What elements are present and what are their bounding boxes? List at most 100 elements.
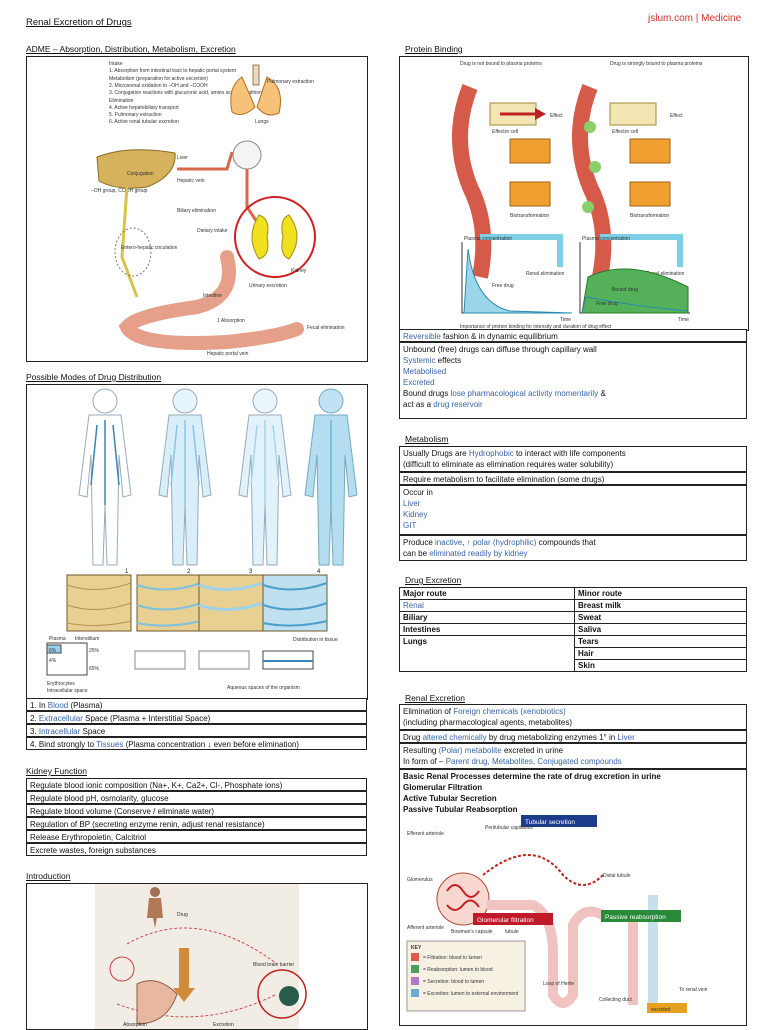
page-title: Renal Excretion of Drugs xyxy=(26,17,132,28)
svg-text:Pulmonary extraction: Pulmonary extraction xyxy=(267,79,314,85)
svg-text:Conjugation: Conjugation xyxy=(127,171,154,177)
drug-excretion-heading: Drug Excretion xyxy=(405,575,462,585)
svg-text:1 Absorption: 1 Absorption xyxy=(217,318,245,324)
free-drug-graph: Plasma concentration Free drug Time xyxy=(461,236,573,323)
svg-text:Peritubular capillaries: Peritubular capillaries xyxy=(485,825,533,831)
svg-text:6. Active renal tubular excret: 6. Active renal tubular excretion xyxy=(109,119,179,125)
kidney-row-6: Excrete wastes, foreign substances xyxy=(26,843,367,856)
svg-text:Intracellular space: Intracellular space xyxy=(47,688,88,694)
svg-text:Effect: Effect xyxy=(670,113,683,119)
metabolism-row-2: Require metabolism to facilitate elimina… xyxy=(399,472,747,485)
svg-text:Liver: Liver xyxy=(177,155,188,161)
svg-text:Glomerular filtration: Glomerular filtration xyxy=(477,917,534,924)
intro-heading: Introduction xyxy=(26,871,71,881)
lungs-illustration: Lungs Pulmonary extraction xyxy=(230,64,314,125)
table-header-row: Major route Minor route xyxy=(399,587,747,600)
svg-text:KEY: KEY xyxy=(411,945,422,951)
brain-barrier-illustration: Blood brain barrier xyxy=(253,962,307,1019)
kidney-row-5: Release Erythropoietin, Calcitriol xyxy=(26,830,367,843)
svg-text:Excretion: Excretion xyxy=(213,1022,234,1028)
svg-text:Hepatic portal vein: Hepatic portal vein xyxy=(207,351,249,357)
svg-text:Afferent arteriole: Afferent arteriole xyxy=(407,925,444,931)
body-silhouette-4 xyxy=(304,388,358,566)
down-arrow-icon xyxy=(173,988,195,1002)
svg-text:Urinary excretion: Urinary excretion xyxy=(249,283,287,289)
excretion-key-icon xyxy=(411,989,419,997)
reabsorption-key-icon xyxy=(411,965,419,973)
svg-text:6%: 6% xyxy=(49,648,57,654)
svg-text:= Filtration: blood to lumen: = Filtration: blood to lumen xyxy=(423,955,482,961)
svg-text:1. Absorption from intestinal: 1. Absorption from intestinal tract to h… xyxy=(109,68,236,74)
unbound-panel: Drug is not bound to plasma proteins Eff… xyxy=(452,61,565,279)
svg-text:Biliary elimination: Biliary elimination xyxy=(177,208,216,214)
renal-row-2: Drug altered chemically by drug metaboli… xyxy=(399,730,747,743)
effect-arrow-icon xyxy=(535,108,546,120)
tissue-block-3 xyxy=(198,574,264,632)
svg-text:Distal tubule: Distal tubule xyxy=(603,873,631,879)
svg-text:excreted: excreted xyxy=(651,1007,670,1013)
tissue-block-4 xyxy=(262,574,328,632)
introduction-diagram: Drug Blood brain barrier Absorption Excr… xyxy=(26,883,368,1030)
metabolism-heading: Metabolism xyxy=(405,434,449,444)
svg-text:Lungs: Lungs xyxy=(255,119,269,125)
distribution-row-4: 4. Bind strongly to Tissues (Plasma conc… xyxy=(26,737,367,750)
svg-text:Drug is strongly bound to plas: Drug is strongly bound to plasma protein… xyxy=(610,61,703,67)
svg-text:tubule: tubule xyxy=(505,929,519,935)
svg-text:Effector cell: Effector cell xyxy=(492,129,518,135)
compartment-chart xyxy=(46,642,314,676)
svg-text:Effector cell: Effector cell xyxy=(612,129,638,135)
svg-text:–OH group, COOH group: –OH group, COOH group xyxy=(91,188,148,194)
svg-text:25%: 25% xyxy=(89,648,100,654)
svg-text:Drug: Drug xyxy=(177,912,188,918)
stomach-illustration xyxy=(136,980,178,1025)
svg-text:Hepatic vein: Hepatic vein xyxy=(177,178,205,184)
bound-panel: Drug is strongly bound to plasma protein… xyxy=(572,61,703,279)
svg-text:Importance of protein binding: Importance of protein binding for intens… xyxy=(460,324,612,330)
body-silhouette-1 xyxy=(78,388,132,566)
bound-drug-graph: Plasma concentration Bound drug Free dru… xyxy=(579,236,690,323)
svg-text:Bowman's capsule: Bowman's capsule xyxy=(451,929,493,935)
svg-text:Intake: Intake xyxy=(109,61,123,67)
svg-text:65%: 65% xyxy=(89,666,100,672)
svg-text:Free drug: Free drug xyxy=(596,301,618,307)
renal-row-1: Elimination of Foreign chemicals (xenobi… xyxy=(399,704,747,730)
body-silhouette-2 xyxy=(158,388,212,566)
svg-text:Intestine: Intestine xyxy=(203,293,222,299)
svg-text:Plasma: Plasma xyxy=(49,636,66,642)
body-silhouette-3 xyxy=(238,388,292,566)
svg-text:Free drug: Free drug xyxy=(492,283,514,289)
site-brand[interactable]: jslum.com | Medicine xyxy=(648,13,742,24)
kidney-row-4: Regulation of BP (secreting enzyme renin… xyxy=(26,817,367,830)
svg-text:Dietary intake: Dietary intake xyxy=(197,228,228,234)
secretion-key-icon xyxy=(411,977,419,985)
kidney-row-2: Regulate blood pH, osmolarity, glucose xyxy=(26,791,367,804)
protein-row-2: Unbound (free) drugs can diffuse through… xyxy=(399,342,747,419)
col-minor: Minor route xyxy=(574,587,747,600)
svg-text:Time: Time xyxy=(678,317,689,323)
distribution-row-3: 3. Intracellular Space xyxy=(26,724,367,737)
svg-text:Metabolism (preparation for ac: Metabolism (preparation for active excre… xyxy=(109,76,208,82)
renal-heading: Renal Excretion xyxy=(405,693,466,703)
kidney-row-3: Regulate blood volume (Conserve / elimin… xyxy=(26,804,367,817)
panel-number-1: 1 xyxy=(125,569,129,575)
metabolism-row-4: Produce inactive, ↑ polar (hydrophilic) … xyxy=(399,535,747,561)
kidney-illustration: Kidney Urinary excretion xyxy=(234,196,316,289)
svg-text:Plasma concentration: Plasma concentration xyxy=(582,236,630,242)
protein-row-1: Reversible fashion & in dynamic equilibr… xyxy=(399,329,747,342)
svg-text:Interstitium: Interstitium xyxy=(75,636,99,642)
svg-text:Collecting duct: Collecting duct xyxy=(599,997,632,1003)
kidney-heading: Kidney Function xyxy=(26,766,87,776)
svg-text:Biotransformation: Biotransformation xyxy=(510,213,549,219)
svg-text:5. Pulmonary extraction: 5. Pulmonary extraction xyxy=(109,112,162,118)
metabolism-row-3: Occur in Liver Kidney GIT xyxy=(399,485,747,535)
svg-text:Time: Time xyxy=(560,317,571,323)
nephron-diagram: Tubular secretion Glomerular filtration … xyxy=(406,815,708,1013)
table-row: Skin xyxy=(400,659,747,672)
distribution-diagram: 1 2 3 4 Plasma Interstitium 6% 25% 4% 65… xyxy=(26,384,368,700)
svg-text:Blood brain barrier: Blood brain barrier xyxy=(253,962,294,968)
svg-text:Erythrocytes: Erythrocytes xyxy=(47,681,75,687)
